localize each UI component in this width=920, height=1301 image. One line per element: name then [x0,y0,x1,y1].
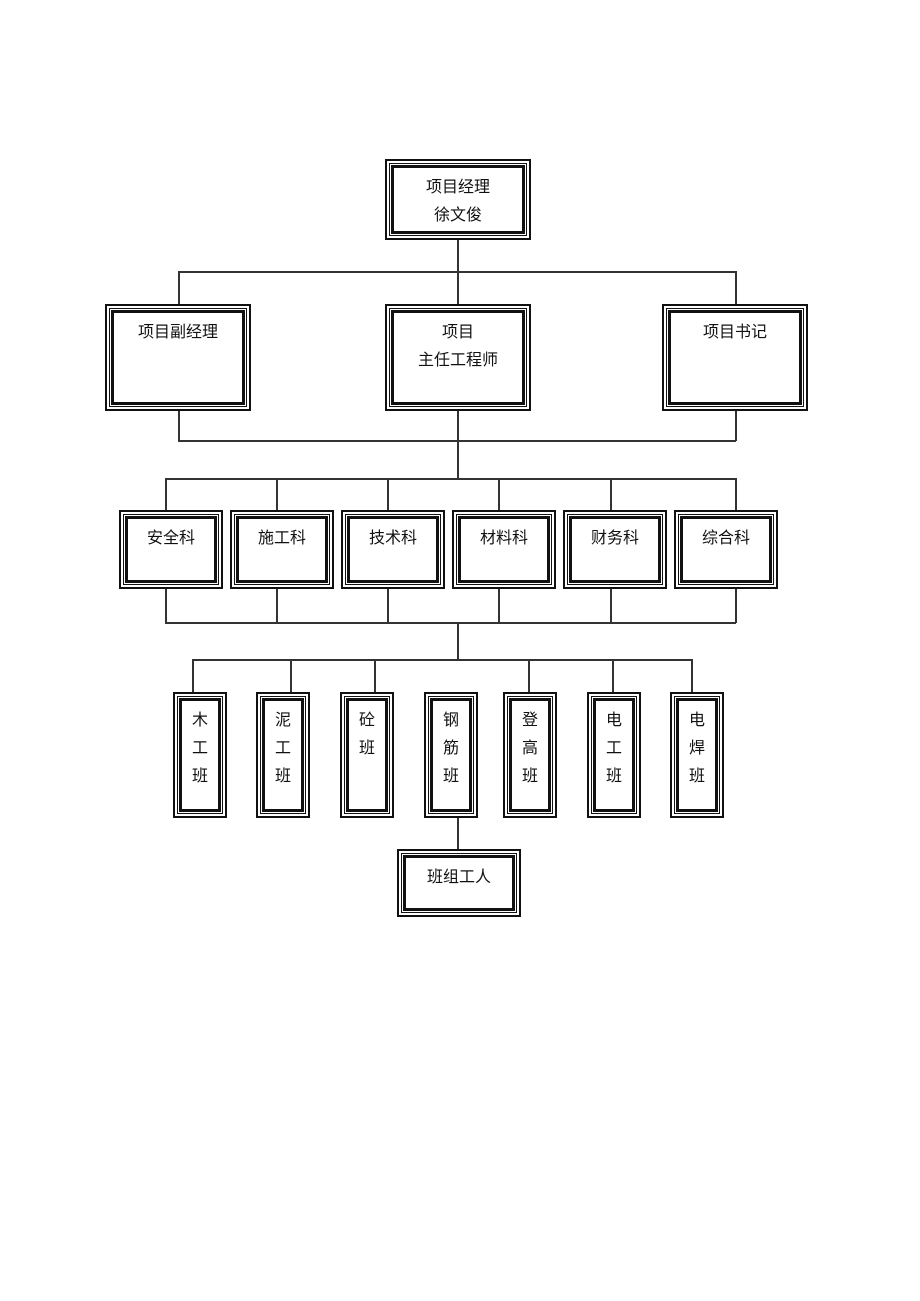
node-team-carpentry: 木工班 [177,696,223,814]
connector [691,659,693,696]
node-label: 材料科 [479,528,528,547]
node-label: 砼班 [358,710,375,757]
connector [178,440,736,442]
node-team-rebar: 钢筋班 [428,696,474,814]
node-label: 项目副经理 [137,322,218,341]
node-dept-technical: 技术科 [345,514,441,585]
node-dept-construction: 施工科 [234,514,330,585]
connector [178,271,180,308]
connector [178,271,736,273]
node-dept-materials: 材料科 [456,514,552,585]
node-deputy-manager: 项目副经理 [109,308,247,407]
connector [165,478,736,480]
connector [457,814,459,854]
node-chief-engineer: 项目 主任工程师 [389,308,527,407]
node-team-scaffold: 登高班 [507,696,553,814]
node-label: 登高班 [521,710,538,785]
node-team-concrete: 砼班 [344,696,390,814]
node-label: 综合科 [701,528,750,547]
connector [374,659,376,696]
node-team-welding: 电焊班 [674,696,720,814]
connector [612,659,614,696]
node-label: 泥工班 [274,710,291,785]
node-label: 施工科 [257,528,306,547]
connector [165,478,167,514]
node-label: 钢筋班 [442,710,459,785]
connector [192,659,692,661]
connector [498,478,500,514]
connector [165,585,167,623]
connector [735,407,737,441]
connector [457,405,459,479]
node-name: 徐文俊 [433,205,482,224]
connector [276,585,278,623]
node-dept-finance: 财务科 [567,514,663,585]
node-dept-safety: 安全科 [123,514,219,585]
node-label: 财务科 [590,528,639,547]
connector [165,622,736,624]
node-secretary: 项目书记 [666,308,804,407]
connector [178,407,180,441]
connector [735,585,737,623]
node-team-masonry: 泥工班 [260,696,306,814]
connector [387,585,389,623]
node-label: 安全科 [146,528,195,547]
connector [457,622,459,660]
node-label: 项目 主任工程师 [417,322,498,369]
node-label: 电工班 [605,710,622,785]
connector [290,659,292,696]
connector [610,478,612,514]
connector [528,659,530,696]
connector [276,478,278,514]
node-title: 项目经理 [425,177,490,196]
node-label: 木工班 [191,710,208,785]
node-team-electrical: 电工班 [591,696,637,814]
connector [498,585,500,623]
connector [735,478,737,514]
node-dept-general: 综合科 [678,514,774,585]
connector [192,659,194,696]
node-label: 技术科 [368,528,417,547]
node-project-manager: 项目经理 徐文俊 [389,163,527,236]
node-label: 项目书记 [702,322,767,341]
node-label: 班组工人 [426,867,491,886]
connector [387,478,389,514]
connector [735,271,737,308]
connector [610,585,612,623]
node-team-workers: 班组工人 [401,853,517,913]
node-label: 电焊班 [688,710,705,785]
